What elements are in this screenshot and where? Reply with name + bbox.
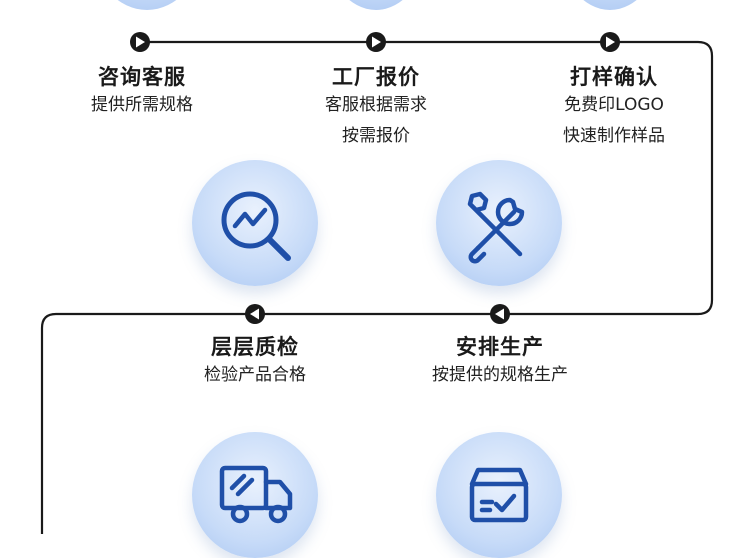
- step-inspection: 层层质检 检验产品合格: [155, 334, 355, 391]
- arrow-right-icon: [600, 32, 620, 52]
- chart-magnifier-icon: [221, 191, 291, 261]
- arrow-left-icon: [490, 304, 510, 324]
- analysis-circle: [192, 160, 318, 286]
- step-desc: 按提供的规格生产: [432, 365, 568, 385]
- step-quote: 工厂报价 客服根据需求 按需报价: [276, 64, 476, 152]
- step-sample: 打样确认 免费印LOGO 快速制作样品: [514, 64, 714, 152]
- tools-circle: [436, 160, 562, 286]
- step-title: 工厂报价: [332, 65, 420, 89]
- step-circle-partial-1: [92, 0, 202, 10]
- step-production: 安排生产 按提供的规格生产: [400, 334, 600, 391]
- arrow-left-icon: [245, 304, 265, 324]
- step-desc: 检验产品合格: [204, 365, 306, 385]
- step-consult: 咨询客服 提供所需规格: [42, 64, 242, 121]
- step-title: 安排生产: [456, 335, 544, 359]
- step-desc: 按需报价: [342, 126, 410, 146]
- arrow-right-icon: [366, 32, 386, 52]
- step-desc: 免费印LOGO: [564, 95, 664, 115]
- step-desc: 快速制作样品: [563, 126, 665, 146]
- tools-icon: [467, 191, 525, 264]
- package-circle: [436, 432, 562, 558]
- process-flow-connector: [40, 32, 714, 534]
- step-desc: 客服根据需求: [325, 95, 427, 115]
- step-circle-partial-2: [326, 0, 426, 10]
- delivery-truck-icon: [219, 465, 293, 524]
- delivery-circle: [192, 432, 318, 558]
- step-title: 打样确认: [570, 65, 658, 89]
- package-box-icon: [469, 467, 529, 523]
- step-circle-partial-3: [560, 0, 660, 10]
- step-desc: 提供所需规格: [91, 95, 193, 115]
- arrow-right-icon: [130, 32, 150, 52]
- step-title: 层层质检: [211, 335, 299, 359]
- step-title: 咨询客服: [98, 65, 186, 89]
